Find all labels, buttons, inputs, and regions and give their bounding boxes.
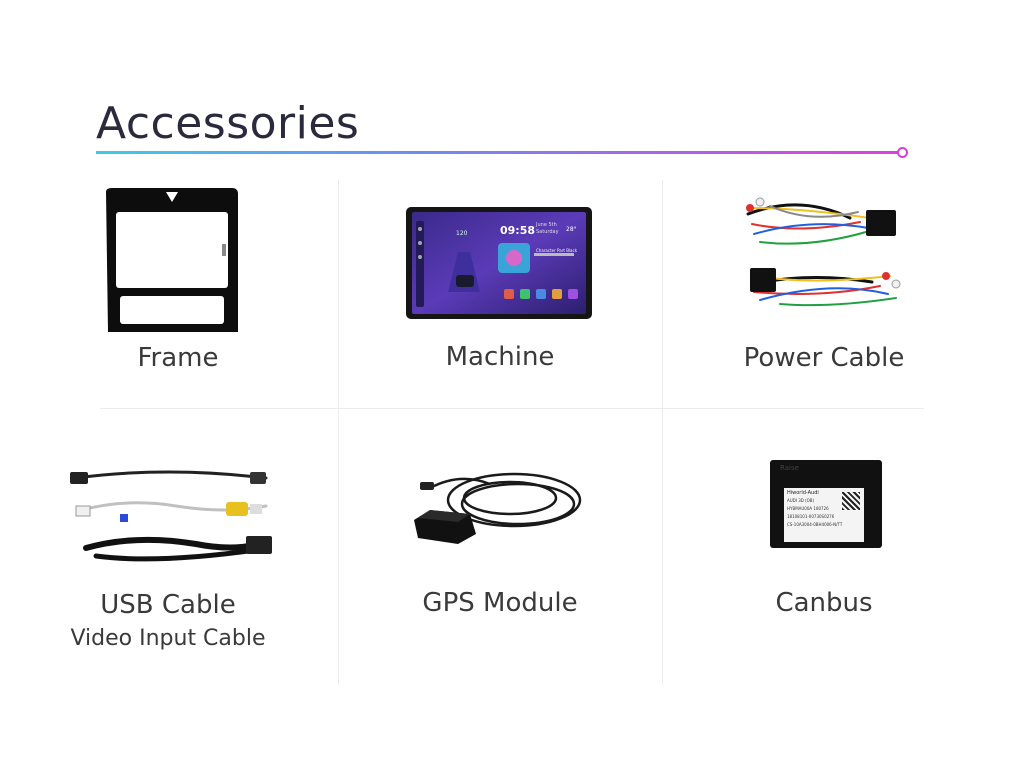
accessory-label: Machine <box>445 342 555 372</box>
accessory-label: Frame <box>137 343 219 373</box>
screen-clock: 09:58 <box>500 224 536 237</box>
accessory-label: Canbus <box>775 588 873 618</box>
screen-speed: 120 <box>456 230 468 237</box>
page-title: Accessories <box>96 98 360 149</box>
accessory-label: Power Cable <box>743 343 905 373</box>
screen-temp: 28° <box>566 226 577 233</box>
accessory-canbus: Raise Hiworld-Audi AUDI 3D (OB) HYBMAU00… <box>664 420 984 650</box>
grid-divider-v1 <box>338 180 339 685</box>
power-harness-icon <box>746 197 901 307</box>
canbus-label: Hiworld-Audi AUDI 3D (OB) HYBMAU00A 1807… <box>784 488 864 542</box>
accessory-label: USB Cable <box>100 590 236 620</box>
screen-day: Saturday <box>536 229 559 235</box>
head-unit-icon <box>406 207 592 319</box>
canbus-brand: Raise <box>780 464 799 472</box>
accessory-sublabel: Video Input Cable <box>70 626 266 651</box>
qr-code-icon <box>842 492 860 510</box>
grid-divider-v2 <box>662 180 663 685</box>
grid-divider-h <box>100 408 924 409</box>
accessory-label: GPS Module <box>422 588 578 618</box>
title-underline-end-dot <box>897 147 908 158</box>
screen-song: Character Part Black <box>536 248 578 253</box>
canbus-box-icon: Raise Hiworld-Audi AUDI 3D (OB) HYBMAU00… <box>770 460 882 548</box>
accessory-gps-module: GPS Module <box>340 420 660 650</box>
accessory-frame: Frame <box>18 178 338 408</box>
usb-cable-icon <box>70 470 272 562</box>
frame-icon <box>106 188 238 332</box>
title-gradient-underline <box>96 151 900 154</box>
accessory-power-cable: Power Cable <box>664 178 984 408</box>
screen-date: June 5th <box>536 222 557 228</box>
gps-antenna-icon <box>414 472 582 544</box>
accessory-machine: 120 09:58 June 5th Saturday 28° Characte… <box>340 178 660 408</box>
accessory-usb-cable: USB Cable Video Input Cable <box>8 420 328 651</box>
